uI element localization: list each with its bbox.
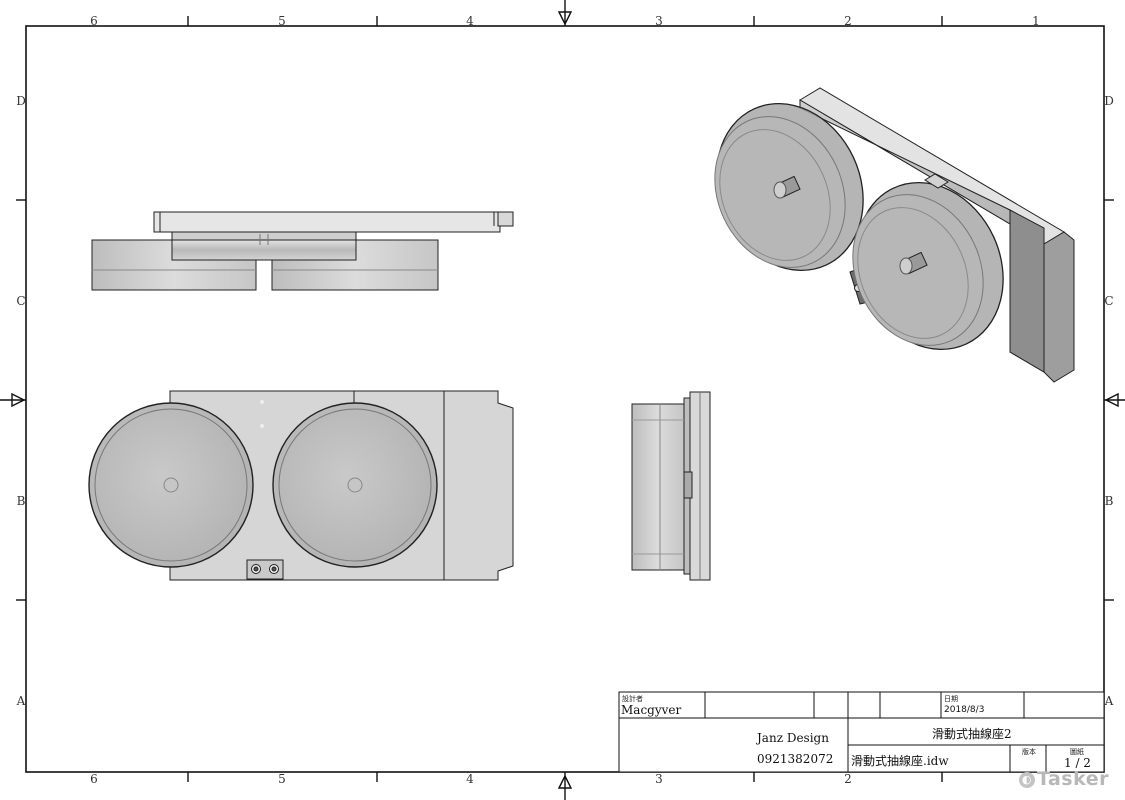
side-view xyxy=(631,391,711,581)
phone-number: 0921382072 xyxy=(757,752,834,766)
company-name: Janz Design xyxy=(757,731,829,745)
zone-col-bottom: 2 xyxy=(844,772,852,786)
zone-col-top: 4 xyxy=(466,14,474,28)
zone-row-left: A xyxy=(16,694,26,708)
date-label: 日期 xyxy=(944,695,958,703)
zone-col-top: 5 xyxy=(278,14,286,28)
zone-row-right: B xyxy=(1104,494,1114,508)
watermark-icon: ◐ xyxy=(1018,772,1035,788)
zone-col-bottom: 3 xyxy=(655,772,663,786)
zone-row-right: A xyxy=(1104,694,1114,708)
zone-col-bottom: 4 xyxy=(466,772,474,786)
zone-row-left: B xyxy=(16,494,26,508)
isometric-view xyxy=(714,87,1075,383)
file-name: 滑動式抽線座.idw xyxy=(851,754,949,768)
zone-row-left: D xyxy=(16,94,26,108)
zone-col-top: 3 xyxy=(655,14,663,28)
zone-row-left: C xyxy=(16,294,26,308)
date-value: 2018/8/3 xyxy=(944,705,985,715)
front-view xyxy=(88,390,514,581)
watermark: ◐Tasker xyxy=(1018,768,1109,790)
designer-label: 設計者 xyxy=(622,695,643,703)
revision-label: 版本 xyxy=(1022,748,1036,756)
designer-value: Macgyver xyxy=(621,703,682,717)
sheet-label: 圖紙 xyxy=(1070,748,1084,756)
title-block-grid xyxy=(618,691,1105,773)
zone-col-top: 6 xyxy=(90,14,98,28)
zone-col-top: 1 xyxy=(1032,14,1040,28)
top-view xyxy=(91,211,514,291)
zone-row-right: D xyxy=(1104,94,1114,108)
drawing-title: 滑動式抽線座2 xyxy=(932,727,1012,741)
zone-row-right: C xyxy=(1104,294,1114,308)
zone-col-bottom: 6 xyxy=(90,772,98,786)
zone-col-bottom: 5 xyxy=(278,772,286,786)
zone-col-top: 2 xyxy=(844,14,852,28)
watermark-text: Tasker xyxy=(1036,768,1109,790)
zone-ticks xyxy=(16,16,1114,782)
sheet-number: 1 / 2 xyxy=(1064,756,1091,770)
